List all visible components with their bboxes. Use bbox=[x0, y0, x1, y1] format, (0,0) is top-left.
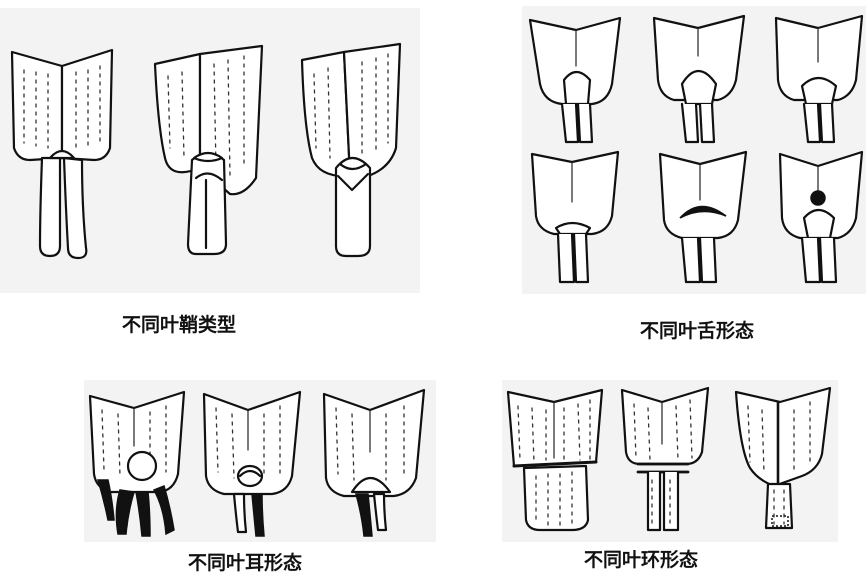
sheath-types-figure bbox=[0, 8, 420, 293]
auricle-forms-figure bbox=[84, 380, 436, 542]
caption-ligule-forms: 不同叶舌形态 bbox=[640, 316, 754, 343]
caption-collar-forms: 不同叶环形态 bbox=[584, 545, 698, 572]
caption-auricle-forms: 不同叶耳形态 bbox=[188, 548, 302, 575]
caption-sheath-types: 不同叶鞘类型 bbox=[122, 310, 236, 337]
ligule-forms-figure bbox=[522, 6, 866, 294]
collar-forms-figure bbox=[502, 380, 838, 542]
